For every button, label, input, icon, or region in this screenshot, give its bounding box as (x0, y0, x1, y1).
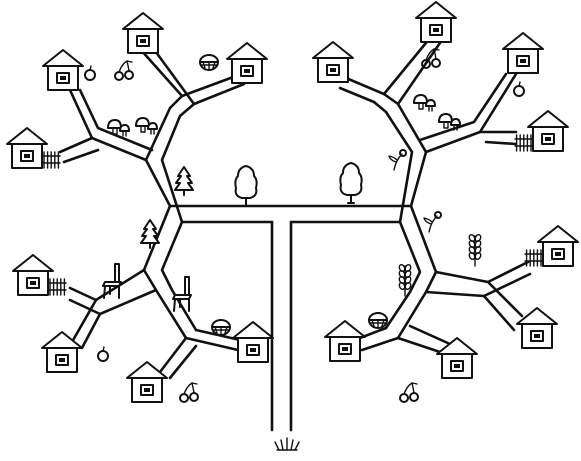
house-upper-left-top (123, 13, 163, 53)
apple-icon (514, 82, 524, 96)
house-lower-right-bottom (437, 338, 477, 378)
house-lower-left-shed (13, 255, 66, 295)
house-lower-left-bottom (42, 332, 82, 372)
deciduous-tree-icon (340, 163, 361, 203)
houses-layer (7, 2, 578, 402)
mushrooms-icon (414, 95, 435, 111)
road-spoke-ul-shed (60, 138, 98, 162)
house-upper-right-left (313, 42, 353, 82)
flower-icon (389, 150, 406, 170)
road-spoke-ur-shed (480, 132, 516, 144)
house-upper-right-shed (515, 111, 568, 151)
house-upper-left-far (43, 50, 83, 90)
road-spoke-ll-mid (160, 338, 196, 378)
road-spoke-lr-left (360, 328, 398, 350)
flower-icon (424, 212, 441, 232)
house-lower-right-far (517, 308, 557, 348)
house-upper-left-shed (7, 128, 60, 168)
house-lower-right-shed (525, 226, 578, 266)
grass-tuft-icon (275, 438, 299, 450)
house-lower-left-right (233, 322, 273, 362)
road-lower-left-inner (162, 222, 196, 330)
road-spoke-lr-far (484, 282, 522, 330)
cherries-icon (180, 383, 198, 402)
basket-icon (369, 313, 387, 328)
road-spoke-ur-top (384, 38, 442, 104)
road-upper-left-inner (162, 104, 194, 222)
cherries-icon (400, 383, 418, 402)
house-upper-right-top (416, 2, 456, 42)
mushrooms-icon (136, 118, 157, 134)
cherries-icon (115, 61, 133, 80)
house-upper-left-right (227, 43, 267, 83)
road-spoke-ur-far (420, 74, 516, 152)
fence (515, 135, 532, 151)
basket-icon (200, 55, 218, 70)
fence (43, 152, 60, 168)
mushrooms-icon (439, 114, 460, 130)
basket-icon (212, 320, 230, 335)
house-upper-right-far (503, 33, 543, 73)
fir-tree-icon (175, 167, 193, 195)
ear-of-wheat-icon (468, 234, 481, 266)
apple-icon (98, 347, 108, 361)
house-lower-right-left (325, 321, 365, 361)
house-lower-left-mid (127, 362, 167, 402)
fence (49, 279, 66, 295)
road-spoke-lr-shed (426, 262, 530, 296)
deciduous-tree-icon (235, 166, 256, 206)
fir-tree-icon (141, 220, 159, 248)
apple-icon (85, 66, 95, 80)
road-spoke-ll-shed (70, 270, 156, 314)
